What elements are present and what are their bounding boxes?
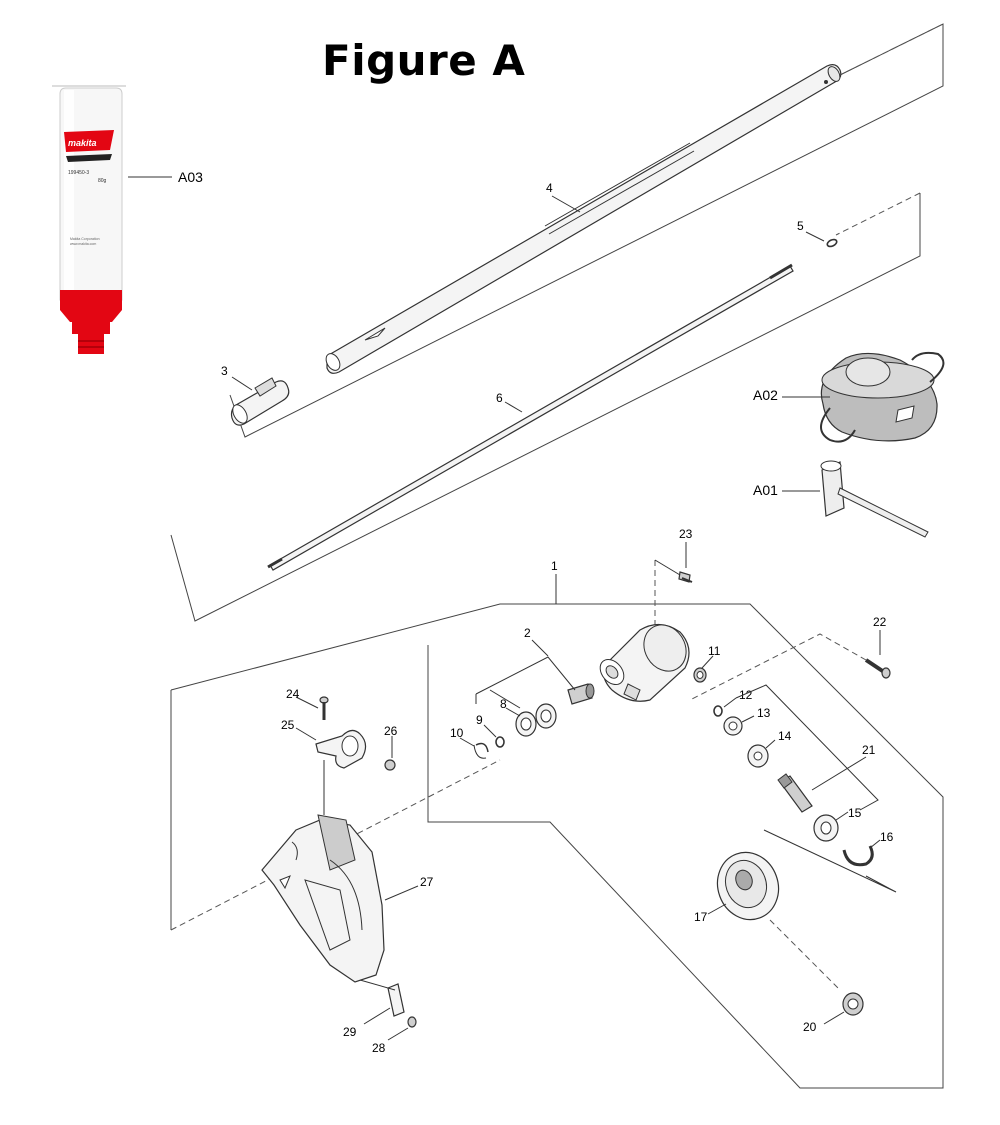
tube-small-print-1: Makita Corporation — [70, 237, 100, 241]
trimmer-head-a02[interactable] — [820, 351, 945, 443]
washer-14[interactable] — [747, 744, 769, 768]
blade-guard-27[interactable] — [261, 814, 385, 983]
tube-part-no: 199450-3 — [68, 170, 89, 176]
label-part-14: 14 — [778, 729, 792, 743]
drive-shaft[interactable] — [267, 263, 794, 571]
label-a01: A01 — [753, 482, 778, 498]
label-part-24: 24 — [286, 687, 300, 701]
label-part-8: 8 — [500, 697, 507, 711]
label-part-3: 3 — [221, 364, 228, 378]
bolt-11[interactable] — [693, 667, 707, 683]
bolt-23[interactable] — [678, 571, 693, 583]
ring-9[interactable] — [495, 736, 505, 748]
label-part-1: 1 — [551, 559, 558, 573]
bolt-22[interactable] — [864, 658, 891, 679]
gear-housing[interactable] — [595, 617, 694, 702]
figure-title: Figure A — [322, 36, 526, 85]
label-part-20: 20 — [803, 1020, 817, 1034]
tube-brand: makita — [68, 138, 97, 148]
label-part-2: 2 — [524, 626, 531, 640]
box-wrench-a01[interactable] — [820, 460, 929, 538]
bolt-26[interactable] — [384, 759, 396, 771]
grease-tube[interactable]: makita 199450-3 80g Makita Corporation w… — [52, 85, 126, 354]
makita-logo-icon — [64, 130, 114, 152]
shaft-sleeve[interactable] — [230, 377, 290, 426]
label-part-4: 4 — [546, 181, 553, 195]
label-part-22: 22 — [873, 615, 887, 629]
label-part-6: 6 — [496, 391, 503, 405]
label-a03: A03 — [178, 169, 203, 185]
bearing-8b[interactable] — [535, 703, 557, 729]
label-part-9: 9 — [476, 713, 483, 727]
screw-28[interactable] — [407, 1016, 417, 1028]
label-part-17: 17 — [694, 910, 708, 924]
label-part-21: 21 — [862, 743, 876, 757]
line-cutter-29[interactable] — [387, 983, 405, 1017]
bolt-24[interactable] — [319, 696, 329, 720]
bearing-15[interactable] — [813, 814, 839, 842]
ring-12[interactable] — [713, 705, 723, 717]
label-a02: A02 — [753, 387, 778, 403]
circlip-16[interactable] — [842, 845, 874, 867]
label-part-25: 25 — [281, 718, 295, 732]
holder-plate-17[interactable] — [708, 844, 788, 928]
label-part-11: 11 — [708, 644, 721, 658]
circlip-10[interactable] — [473, 744, 487, 759]
tube-small-print-2: www.makita.com — [70, 242, 96, 246]
bearing-8a[interactable] — [515, 711, 537, 737]
label-part-10: 10 — [450, 726, 464, 740]
label-part-15: 15 — [848, 806, 862, 820]
guard-clamp-25[interactable] — [315, 729, 367, 769]
label-part-16: 16 — [880, 830, 894, 844]
label-part-26: 26 — [384, 724, 398, 738]
shaft-tube[interactable] — [323, 64, 842, 374]
label-part-28: 28 — [372, 1041, 386, 1055]
bearing-13[interactable] — [723, 716, 743, 736]
label-part-23: 23 — [679, 527, 693, 541]
output-shaft-21[interactable] — [777, 773, 813, 813]
label-part-27: 27 — [420, 875, 434, 889]
label-part-29: 29 — [343, 1025, 357, 1039]
tube-weight: 80g — [98, 178, 107, 184]
o-ring[interactable] — [826, 238, 838, 248]
label-part-13: 13 — [757, 706, 771, 720]
label-part-5: 5 — [797, 219, 804, 233]
nut-20[interactable] — [842, 992, 864, 1016]
label-part-12: 12 — [739, 688, 753, 702]
